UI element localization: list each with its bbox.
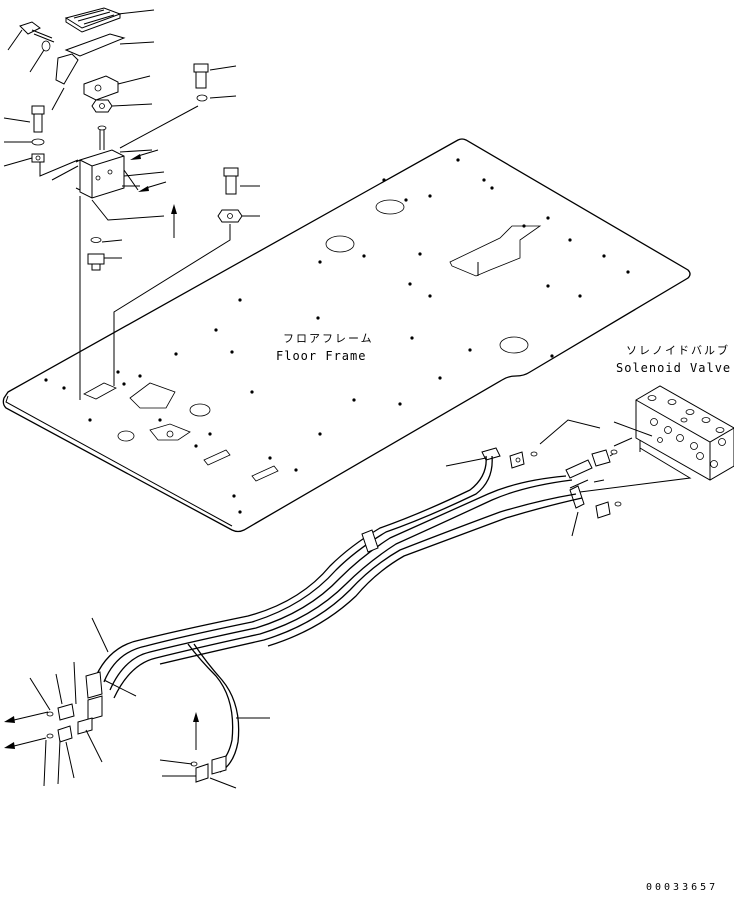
floor-frame-openings	[83, 199, 542, 482]
leader-lines-top	[3, 9, 260, 400]
labels: フロアフレーム Floor Frame ソレノイドバルブ Solenoid Va…	[276, 332, 731, 893]
floor-frame-label-en: Floor Frame	[276, 349, 366, 363]
arrows-bottom	[4, 711, 199, 750]
fasteners-left	[31, 99, 113, 163]
arrows-switch	[130, 149, 177, 238]
solenoid-fittings	[481, 447, 622, 519]
solenoid-valve	[635, 385, 734, 481]
floor-frame-bolt-holes	[44, 158, 630, 514]
fasteners-right	[193, 63, 243, 223]
drawing-number: 00033657	[646, 882, 718, 893]
leader-lines-bottom	[29, 617, 270, 789]
pedal-switch-box	[75, 125, 125, 271]
floor-frame-plate	[2, 138, 691, 533]
floor-frame-label-jp: フロアフレーム	[283, 332, 374, 345]
leader-lines-solenoid	[445, 419, 692, 537]
hose-end-fittings	[46, 671, 227, 783]
solenoid-valve-label-jp: ソレノイドバルブ	[626, 343, 730, 357]
solenoid-valve-label-en: Solenoid Valve	[616, 361, 731, 375]
hose-bundle	[95, 455, 583, 773]
pedal-assembly	[19, 7, 126, 101]
